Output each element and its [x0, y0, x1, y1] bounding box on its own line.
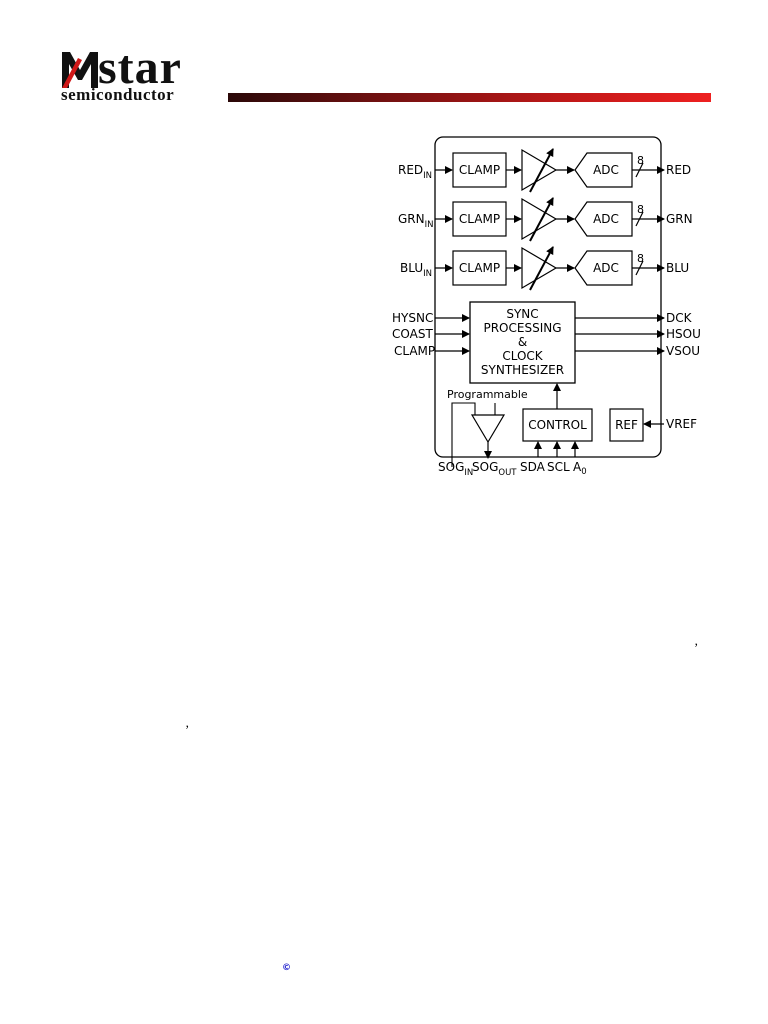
sync-label-3: & [518, 335, 527, 349]
blu-bits-label: 8 [637, 252, 644, 265]
blu-input-label: BLUIN [400, 261, 432, 279]
coast-label: COAST [392, 327, 433, 341]
blu-gain-arrow [529, 246, 554, 291]
ref-section: REF VREF [609, 408, 697, 442]
stray-mark: ’ [185, 722, 190, 737]
grn-gain-arrow [529, 197, 554, 242]
hsout-label: HSOUT [666, 327, 700, 341]
chip-outline [434, 136, 662, 458]
grn-bits-label: 8 [637, 203, 644, 216]
red-input-label: REDIN [398, 163, 432, 181]
blu-amp [521, 246, 558, 290]
logo-subtitle: semiconductor [61, 85, 175, 104]
vsout-label: VSOUT [666, 344, 700, 358]
blu-output-label: BLU [666, 261, 689, 275]
dck-label: DCK [666, 311, 693, 325]
grn-amp [521, 197, 558, 241]
grn-clamp-label: CLAMP [459, 212, 500, 226]
mstar-logo: star semiconductor [58, 41, 228, 106]
sog-in-label: SOGIN [438, 460, 473, 478]
blu-clamp-label: CLAMP [459, 261, 500, 275]
red-adc-label: ADC [593, 163, 619, 177]
block-diagram: REDIN CLAMP ADC 8 RED GRNIN CLAMP ADC 8 … [392, 136, 700, 478]
control-section: CONTROL SDA SCL A0 [520, 383, 593, 477]
sync-processing-box [469, 301, 576, 384]
stray-mark: ’ [694, 640, 699, 655]
blu-adc-label: ADC [593, 261, 619, 275]
sync-label-4: CLOCK [502, 349, 543, 363]
ref-label: REF [615, 418, 638, 432]
sync-label-5: SYNTHESIZER [481, 363, 564, 377]
channel-row-red: REDIN CLAMP ADC 8 RED [398, 148, 691, 193]
sync-label-2: PROCESSING [483, 321, 561, 335]
vref-label: VREF [666, 417, 697, 431]
channel-row-grn: GRNIN CLAMP ADC 8 GRN [398, 197, 693, 242]
clamp-input-label: CLAMP [394, 344, 435, 358]
grn-adc-label: ADC [593, 212, 619, 226]
sog-out-label: SOGOUT [472, 460, 517, 478]
grn-input-label: GRNIN [398, 212, 434, 230]
red-clamp-label: CLAMP [459, 163, 500, 177]
sog-section: Programmable SOGIN SOGOUT [438, 388, 528, 478]
hysnc-label: HYSNC [392, 311, 433, 325]
grn-output-label: GRN [666, 212, 693, 226]
sda-label: SDA [520, 460, 546, 474]
red-output-label: RED [666, 163, 691, 177]
control-label: CONTROL [528, 418, 587, 432]
channel-row-blu: BLUIN CLAMP ADC 8 BLU [400, 246, 689, 291]
copyright-symbol: © [282, 963, 291, 973]
sog-amplifier [470, 414, 506, 444]
programmable-label: Programmable [447, 388, 528, 401]
a0-label: A0 [573, 460, 587, 477]
sync-section: HYSNC COAST CLAMP SYNC PROCESSING & CLOC… [392, 301, 700, 384]
header-bar [228, 93, 711, 102]
red-amp [521, 148, 558, 192]
logo-wordmark: star [98, 41, 182, 94]
mstar-m-logo-icon [62, 52, 98, 88]
red-gain-arrow [529, 148, 554, 193]
scl-label: SCL [547, 460, 570, 474]
sync-label-1: SYNC [506, 307, 538, 321]
red-bits-label: 8 [637, 154, 644, 167]
